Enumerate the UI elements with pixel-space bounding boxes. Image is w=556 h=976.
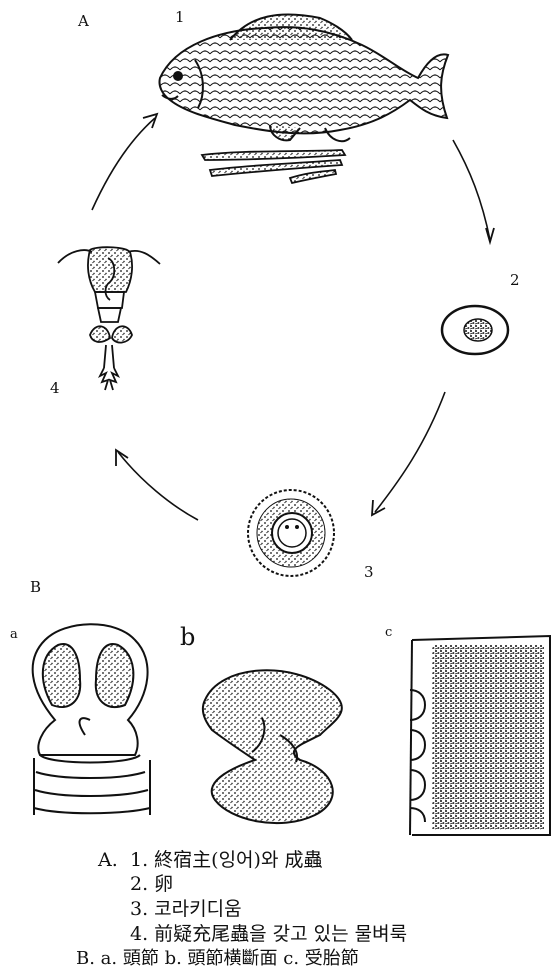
adult-worm [202,150,345,183]
gravid-proglottid [410,636,550,835]
caption-a1: 1. 終宿主(잉어)와 成蟲 [130,851,322,870]
caption-a2: 2. 卵 [130,875,173,894]
copepod [58,247,160,390]
coracidium [248,490,334,576]
caption-a-prefix: A. [98,851,118,870]
carp-host-fish [159,14,448,141]
scolex-cross-section [203,670,342,823]
caption-a4: 4. 前疑充尾蟲을 갖고 있는 물벼룩 [130,925,407,944]
caption-a3: 3. 코라키디움 [130,900,242,919]
scolex-drawing [33,624,150,815]
egg [442,306,508,354]
cycle-arrows [92,114,494,520]
caption-b: B. a. 頭節 b. 頭節横斷面 c. 受胎節 [76,950,359,968]
